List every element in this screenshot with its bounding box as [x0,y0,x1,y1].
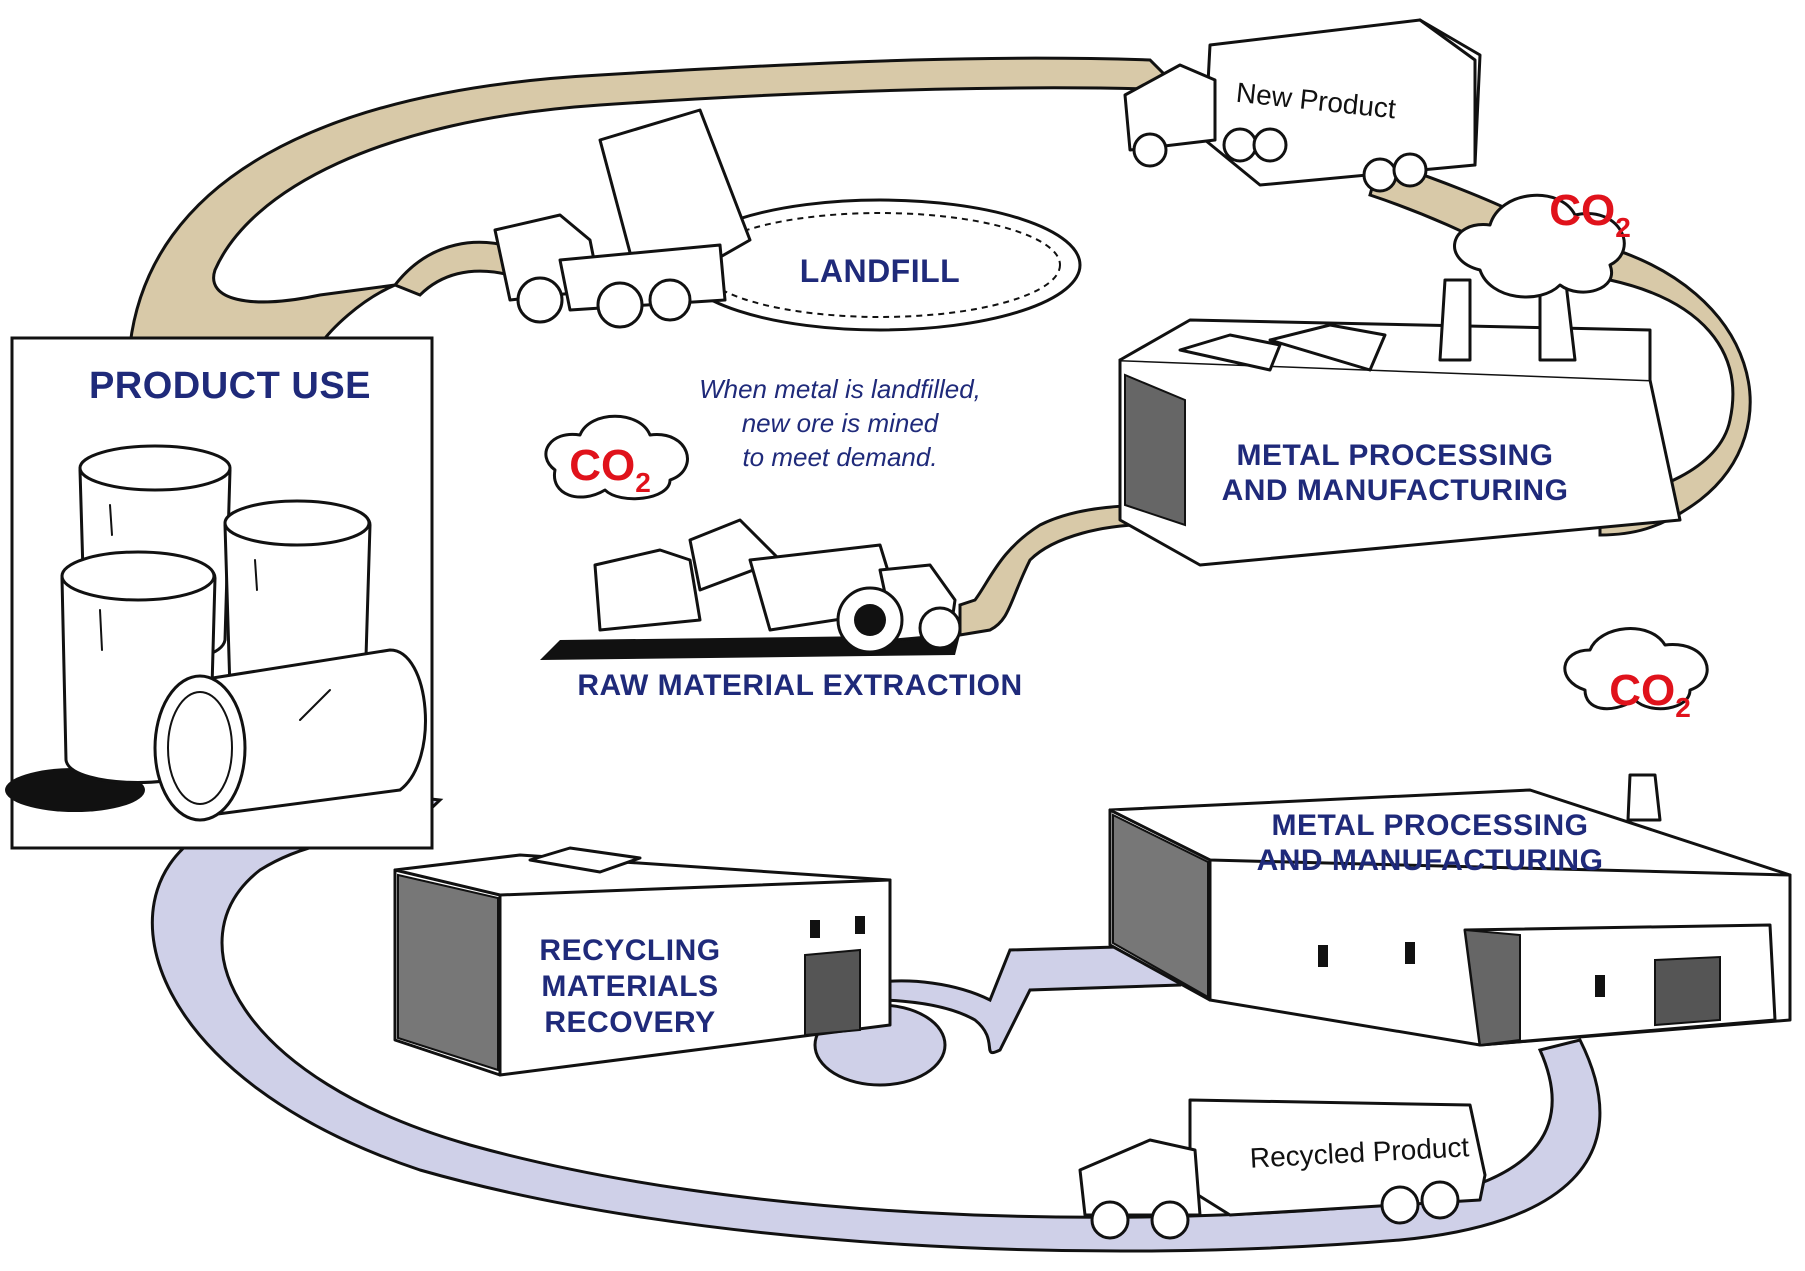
recycling-building: RECYCLING MATERIALS RECOVERY [393,846,892,1077]
metal-top-label-line2: AND MANUFACTURING [1222,474,1569,507]
raw-material-extraction: CO2 RAW MATERIAL EXTRACTION [540,414,1022,702]
recycling-label-line2: MATERIALS [541,970,718,1003]
note-line3: to meet demand. [742,442,937,472]
landfill-note: When metal is landfilled, new ore is min… [699,374,981,472]
note-line1: When metal is landfilled, [699,374,981,404]
barrels-illustration [5,444,427,822]
metal-bottom-label-line2: AND MANUFACTURING [1257,844,1604,877]
co2-label-extraction: CO2 [569,441,651,498]
metal-factory-bottom: CO2 METAL PROCESSING AND MANUFACTURING [1108,627,1792,1047]
metal-bottom-label-line1: METAL PROCESSING [1272,809,1589,842]
recycling-label-line1: RECYCLING [539,934,720,967]
product-use-label: PRODUCT USE [89,365,371,407]
landfill-illustration: LANDFILL [493,108,1082,332]
recycled-product-truck: Recycled Product [1078,1098,1487,1240]
metal-top-label-line1: METAL PROCESSING [1237,439,1554,472]
note-line2: new ore is mined [742,408,940,438]
raw-material-label: RAW MATERIAL EXTRACTION [577,669,1022,702]
new-product-truck: New Product [1123,18,1482,193]
landfill-label: LANDFILL [800,253,960,289]
metal-factory-top: CO2 METAL PROCESSING AND MANUFACTURING [1118,186,1682,567]
recycling-label-line3: RECOVERY [544,1006,715,1039]
product-use-panel: PRODUCT USE [5,336,434,850]
co2-label-bottom: CO2 [1609,666,1691,723]
co2-label-top: CO2 [1549,186,1631,243]
